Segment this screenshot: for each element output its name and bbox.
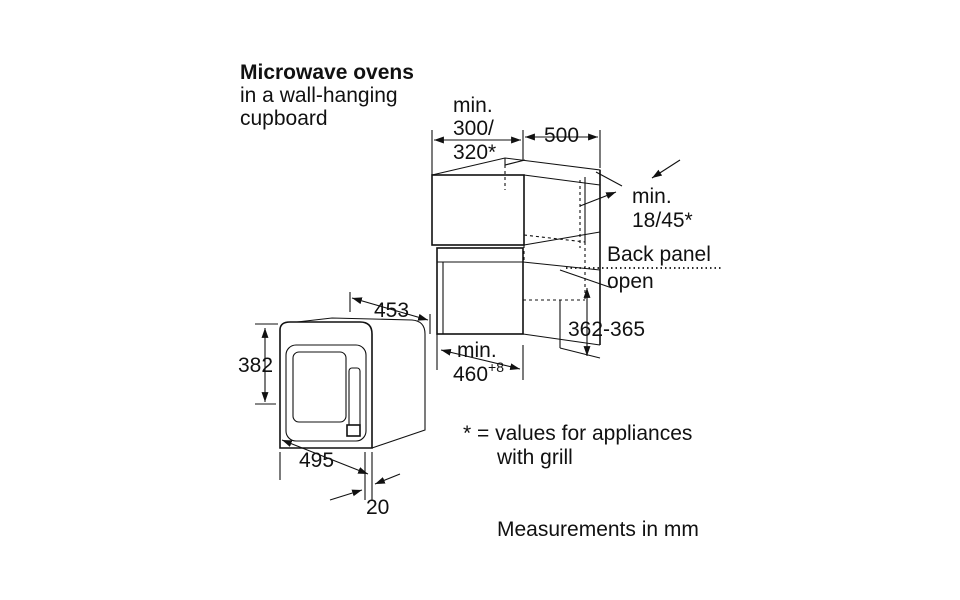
back-panel-label: Back panel: [607, 243, 711, 266]
diagram-title: Microwave ovens: [240, 61, 414, 84]
cupboard-side-value: 300/: [453, 117, 494, 140]
gap-min-label: min.: [632, 185, 672, 208]
gap-value: 18/45*: [632, 209, 693, 232]
diagram-subtitle-line2: cupboard: [240, 107, 328, 130]
niche-depth-value: 460+8: [453, 359, 504, 386]
cupboard-side-value-grill: 320*: [453, 141, 496, 164]
grill-note-line1: * = values for appliances: [463, 422, 692, 445]
oven-width-label: 495: [299, 449, 334, 472]
cupboard-side-min-label: min.: [453, 94, 493, 117]
diagram-subtitle-line1: in a wall-hanging: [240, 84, 398, 107]
oven-front-label: 20: [366, 496, 389, 519]
microwave-oven-drawing: [279, 317, 426, 449]
units-note: Measurements in mm: [497, 518, 699, 541]
niche-depth-min-label: min.: [457, 339, 497, 362]
cupboard-depth-label: 500: [544, 124, 579, 147]
grill-note-line2: with grill: [496, 446, 573, 469]
open-label: open: [607, 270, 654, 293]
wall-cupboard-drawing: [431, 157, 722, 346]
oven-height-label: 382: [238, 354, 273, 377]
niche-height-label: 362-365: [568, 318, 645, 341]
oven-depth-label: 453: [374, 299, 409, 322]
